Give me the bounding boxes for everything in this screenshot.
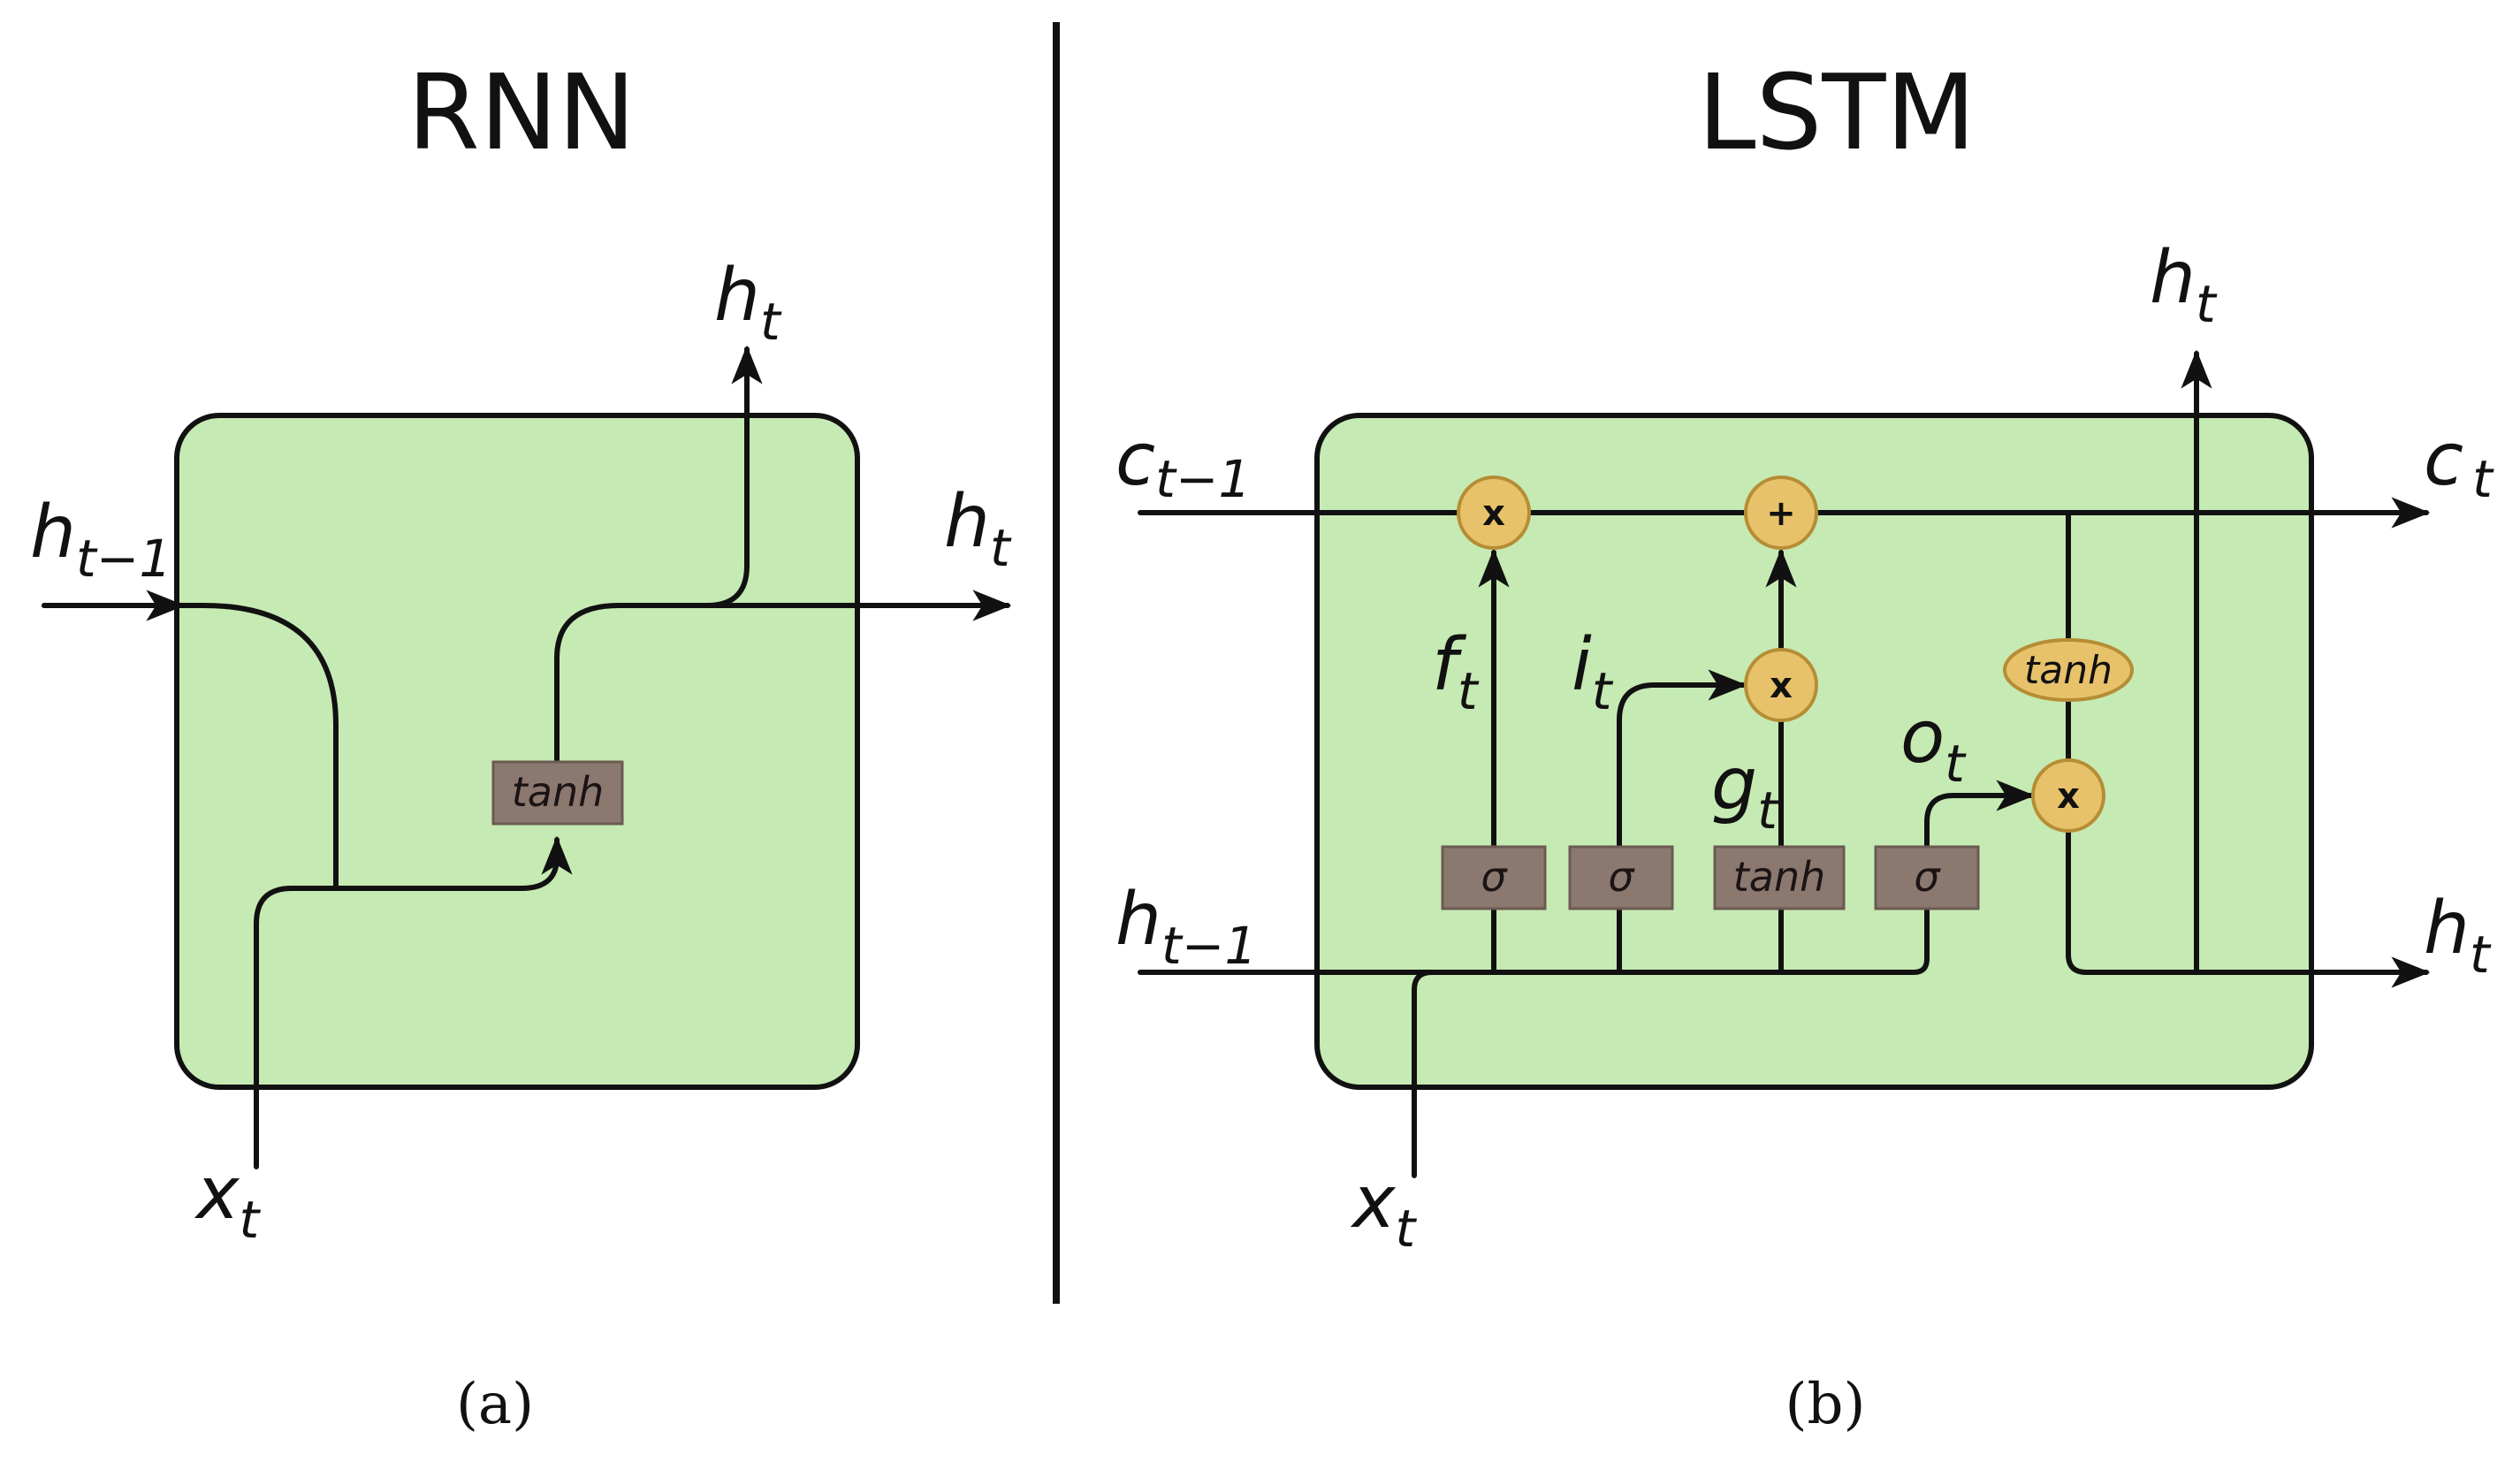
lstm-panel: LSTM σ σ tanh [1115, 51, 2494, 1437]
rnn-cell-box [174, 413, 860, 1090]
lstm-input-layer: σ [1568, 845, 1674, 910]
lstm-hidden-wire [1138, 828, 1930, 975]
lstm-cell-tanh-label: tanh [2024, 648, 2113, 693]
rnn-h-prev-wire [42, 603, 339, 891]
lstm-input-layer-label: σ [1608, 853, 1635, 901]
lstm-output-mult-label: x [2057, 776, 2080, 817]
lstm-input-mult-label: x [1770, 666, 1793, 706]
rnn-output-wire [554, 345, 763, 794]
lstm-i-label: it [1572, 623, 1614, 721]
lstm-forget-mult-label: x [1482, 493, 1505, 534]
lstm-caption: (b) [1785, 1372, 1866, 1437]
lstm-output-layer-label: σ [1914, 853, 1941, 901]
lstm-h-prev-label: ht−1 [1115, 878, 1257, 976]
lstm-add-label: + [1766, 493, 1796, 534]
lstm-c-prev-label: ct−1 [1115, 418, 1251, 509]
rnn-panel: RNN tanh ht−1 ht ht xt (a) [30, 51, 1012, 1437]
lstm-forget-layer-label: σ [1481, 853, 1508, 901]
lstm-add-op: + [1744, 476, 1818, 550]
rnn-tanh-label: tanh [512, 768, 605, 816]
lstm-title: LSTM [1698, 51, 1976, 173]
lstm-forget-mult-op: x [1457, 476, 1531, 550]
lstm-h-out-right-label: ht [2424, 887, 2492, 985]
rnn-caption: (a) [456, 1372, 534, 1437]
lstm-cell-box [1314, 413, 2314, 1090]
rnn-title: RNN [407, 51, 636, 173]
rnn-h-out-top-label: ht [714, 254, 782, 352]
lstm-f-label: ft [1432, 623, 1480, 721]
lstm-hidden-out-wire [2066, 510, 2431, 988]
lstm-output-wire [1924, 780, 2036, 834]
lstm-o-label: ot [1900, 696, 1967, 794]
lstm-cell-tanh: tanh [2003, 638, 2134, 702]
rnn-x-label: xt [194, 1152, 262, 1250]
lstm-candidate-layer-label: tanh [1733, 853, 1826, 901]
lstm-output-mult-op: x [2031, 758, 2105, 833]
lstm-x-wire [1412, 970, 1435, 1178]
rnn-tanh-layer: tanh [491, 760, 624, 826]
lstm-input-wire [1617, 669, 1747, 975]
rnn-h-prev-label: ht−1 [30, 491, 171, 589]
lstm-h-out-top-label: ht [2150, 236, 2218, 334]
rnn-x-wire [254, 835, 573, 1169]
lstm-x-label: xt [1350, 1161, 1418, 1259]
lstm-candidate-layer: tanh [1713, 845, 1846, 910]
lstm-input-mult-op: x [1744, 648, 1818, 722]
lstm-forget-layer: σ [1441, 845, 1547, 910]
lstm-output-layer: σ [1874, 845, 1980, 910]
rnn-h-out-right-label: ht [944, 480, 1012, 578]
lstm-g-label: gt [1711, 742, 1779, 841]
